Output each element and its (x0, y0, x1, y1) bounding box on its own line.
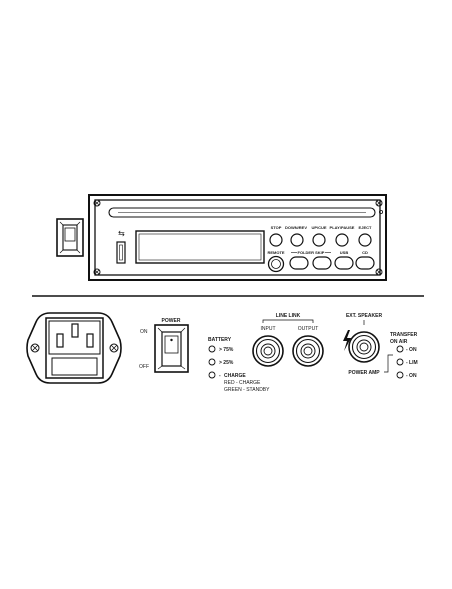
charge-green-label: GREEN - STANDBY (224, 387, 270, 393)
usb-port[interactable] (116, 241, 126, 264)
remote-sensor (267, 255, 285, 273)
inlet-pin-right (86, 333, 94, 348)
down-rev-label: DOWN/REV (285, 225, 307, 230)
mount-screw-top-left (93, 199, 101, 207)
battery-charge-label: CHARGE (224, 373, 246, 379)
transfer-title-line1: TRANSFER (390, 332, 418, 338)
remote-label: REMOTE (267, 250, 284, 255)
transfer-led-on-1 (396, 345, 404, 353)
ext-speaker-section: EXT. SPEAKER POWER AMP (343, 313, 393, 376)
line-output-jack[interactable] (292, 335, 324, 367)
line-input-jack[interactable] (252, 335, 284, 367)
lightning-icon (343, 330, 351, 351)
eject-button[interactable] (358, 233, 372, 247)
input-label: INPUT (261, 326, 276, 332)
power-on-label: ON (140, 329, 148, 335)
usb-label: USB (340, 250, 349, 255)
transfer-on-1-label: - ON (406, 347, 417, 353)
stop-button[interactable] (269, 233, 283, 247)
cd-player-unit: ⇆ STOP DOWN/REV UP/CUE PLAY/PAUSE EJECT … (88, 194, 387, 281)
battery-led-25 (208, 358, 216, 366)
slot-eject-hole (378, 209, 383, 214)
mount-screw-bottom-right (375, 268, 383, 276)
charge-red-label: RED - CHARGE (224, 380, 261, 386)
cd-chassis-inner (94, 199, 381, 276)
mount-screw-top-right (375, 199, 383, 207)
power-amp-label: POWER AMP (348, 370, 380, 376)
transfer-section: TRANSFER ON AIR - ON - LIM - ON (390, 332, 418, 379)
battery-75-label: > 75% (219, 347, 234, 353)
usb-icon: ⇆ (118, 229, 125, 238)
cd-chassis-outer (88, 194, 387, 281)
power-switch[interactable] (154, 324, 189, 373)
power-off-label: OFF (139, 364, 149, 370)
inlet-screw-left (30, 343, 40, 353)
ext-speaker-jack[interactable] (348, 331, 380, 363)
eject-label: EJECT (359, 225, 372, 230)
inlet-screw-right (109, 343, 119, 353)
transfer-led-on-2 (396, 371, 404, 379)
unit-side-switch[interactable] (56, 218, 84, 257)
cd-source-button[interactable] (355, 256, 375, 270)
power-title: POWER (162, 318, 181, 324)
transfer-title-line2: ON AIR (390, 339, 408, 345)
line-link-section: LINE LINK INPUT OUTPUT (252, 313, 324, 367)
mount-screw-bottom-left (93, 268, 101, 276)
play-pause-button[interactable] (335, 233, 349, 247)
power-section: POWER ON OFF (139, 318, 189, 373)
battery-section: BATTERY > 75% > 25% - CHARGE RED - CHARG… (208, 337, 270, 393)
folder-skip-label: FOLDER SKIP (298, 250, 325, 255)
inlet-pin-left (56, 333, 64, 348)
disc-slot[interactable] (108, 207, 376, 218)
folder-skip-up-button[interactable] (312, 256, 332, 270)
down-rev-button[interactable] (290, 233, 304, 247)
battery-title: BATTERY (208, 337, 232, 343)
play-pause-label: PLAY/PAUSE (330, 225, 355, 230)
stop-label: STOP (271, 225, 282, 230)
transfer-led-lim (396, 358, 404, 366)
line-link-title: LINE LINK (276, 313, 301, 319)
transfer-on-2-label: - ON (406, 373, 417, 379)
up-cue-button[interactable] (312, 233, 326, 247)
ext-speaker-title: EXT. SPEAKER (346, 313, 383, 319)
inlet-pin-earth (71, 323, 79, 338)
battery-25-label: > 25% (219, 360, 234, 366)
battery-led-75 (208, 345, 216, 353)
usb-source-button[interactable] (334, 256, 354, 270)
folder-skip-down-button[interactable] (289, 256, 309, 270)
output-label: OUTPUT (298, 326, 319, 332)
up-cue-label: UP/CUE (311, 225, 326, 230)
charge-dash: - (219, 373, 221, 379)
ac-power-inlet[interactable] (26, 312, 122, 384)
transfer-lim-label: - LIM (406, 360, 418, 366)
cd-label: CD (362, 250, 368, 255)
battery-led-charge (208, 371, 216, 379)
lcd-display (135, 230, 265, 264)
